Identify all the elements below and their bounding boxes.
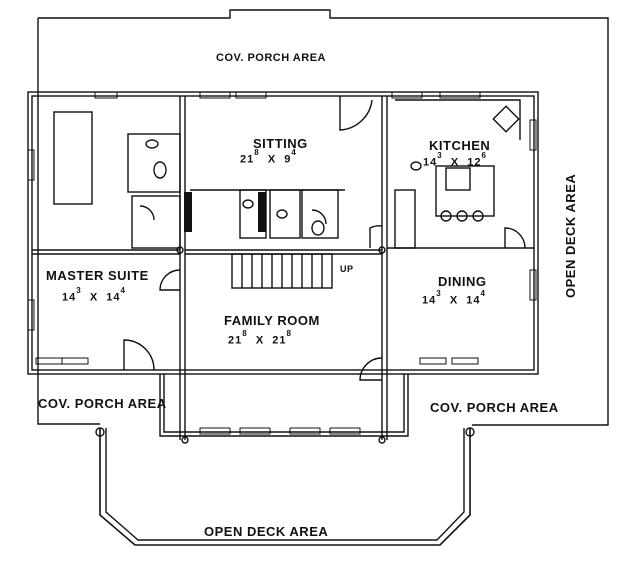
cov-porch-right-label: COV. PORCH AREA: [430, 400, 559, 415]
room-kitchen-name: KITCHEN: [429, 138, 491, 153]
house-outline: [27, 91, 539, 375]
open-deck-bottom-label: OPEN DECK AREA: [204, 524, 329, 539]
room-kitchen-dims: 143 X 126: [423, 151, 487, 169]
room-dining-name: DINING: [438, 274, 487, 289]
stairs: [231, 253, 333, 289]
porch-outline-left: [37, 18, 100, 425]
open-deck-outline: [99, 428, 471, 546]
room-family-room-name: FAMILY ROOM: [224, 313, 320, 328]
room-master-suite-name: MASTER SUITE: [46, 268, 149, 283]
room-sitting-dims: 218 X 94: [240, 148, 297, 166]
room-family-room-dims: 218 X 218: [228, 329, 292, 347]
cov-porch-top-label: COV. PORCH AREA: [216, 52, 326, 64]
cov-porch-left-label: COV. PORCH AREA: [38, 396, 167, 411]
open-deck-right-label: OPEN DECK AREA: [563, 173, 578, 298]
room-sitting-name: SITTING: [253, 136, 308, 151]
stair-up-label: UP: [340, 264, 354, 274]
room-master-suite-dims: 143 X 144: [62, 286, 126, 304]
porch-outline: [38, 9, 609, 426]
room-dining-dims: 143 X 144: [422, 289, 486, 307]
